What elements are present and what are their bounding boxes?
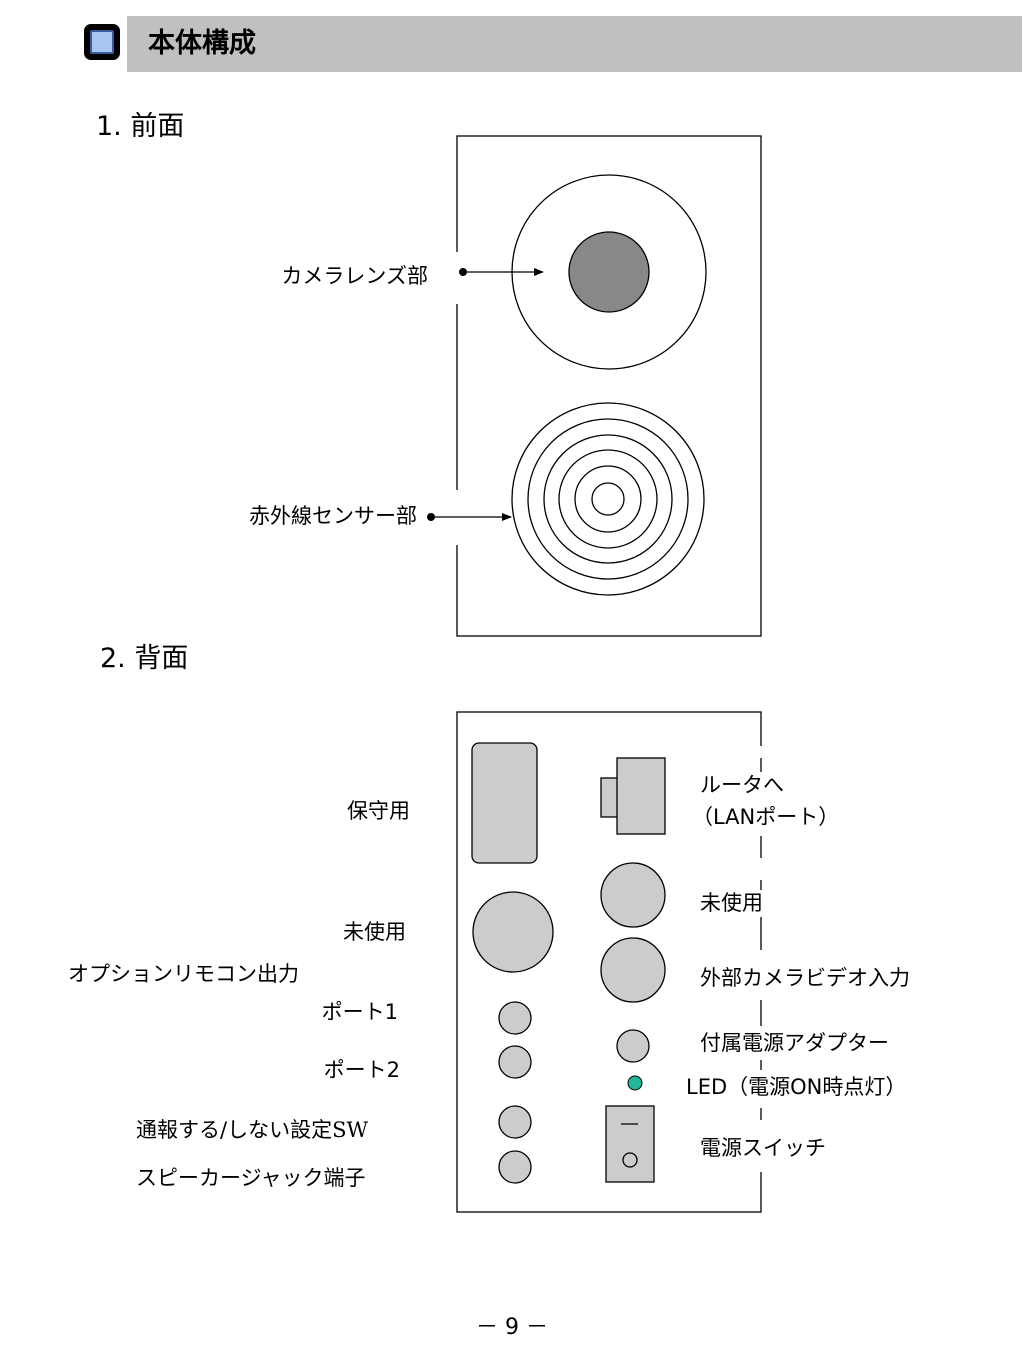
front-heading: 1. 前面 xyxy=(96,111,185,142)
maintenance-label: 保守用 xyxy=(347,799,410,823)
camera-lens xyxy=(568,231,650,313)
blue-square-icon xyxy=(84,24,120,60)
port2-label: ポート2 xyxy=(323,1058,400,1082)
page-number: － 9 － xyxy=(476,1315,548,1340)
power-adapter-label: 付属電源アダプター xyxy=(700,1031,889,1055)
option-remote-label: オプションリモコン出力 xyxy=(68,962,299,986)
remote-port-2 xyxy=(498,1045,532,1079)
ir-sensor xyxy=(511,402,705,596)
power-led xyxy=(627,1075,643,1091)
front-panel xyxy=(456,135,762,637)
maintenance-port xyxy=(471,742,538,864)
power-switch xyxy=(605,1105,655,1183)
speaker-jack xyxy=(498,1150,532,1184)
unused-right-label: 未使用 xyxy=(700,891,763,915)
remote-port-1 xyxy=(498,1001,532,1035)
power-adapter-jack xyxy=(616,1029,650,1063)
notify-switch xyxy=(498,1105,532,1139)
router-label: ルータへ xyxy=(700,773,784,797)
external-camera-label: 外部カメラビデオ入力 xyxy=(700,966,910,990)
port1-label: ポート1 xyxy=(321,1000,398,1024)
speaker-jack-label: スピーカージャック端子 xyxy=(136,1166,366,1190)
unused-port-left xyxy=(472,891,554,973)
ir-sensor-label: 赤外線センサー部 xyxy=(249,504,417,528)
notify-switch-label-text: 通報する/しない設定 xyxy=(136,1118,333,1142)
page-title: 本体構成 xyxy=(148,28,256,59)
camera-lens-label: カメラレンズ部 xyxy=(281,264,428,288)
power-switch-off-mark xyxy=(622,1152,638,1168)
external-camera-jack xyxy=(600,937,666,1003)
led-label: LED（電源ON時点灯） xyxy=(686,1075,907,1099)
lan-port-tab xyxy=(600,777,620,818)
lan-port-label: （LANポート） xyxy=(692,805,840,829)
unused-left-label: 未使用 xyxy=(343,920,406,944)
back-heading: 2. 背面 xyxy=(100,643,189,674)
power-switch-label: 電源スイッチ xyxy=(700,1136,826,1160)
notify-switch-label: 通報する/しない設定SW xyxy=(136,1116,368,1144)
unused-port-right xyxy=(600,862,666,928)
header-bar xyxy=(127,16,1022,72)
lan-port xyxy=(616,757,666,835)
notify-switch-label-sw: SW xyxy=(332,1118,369,1142)
